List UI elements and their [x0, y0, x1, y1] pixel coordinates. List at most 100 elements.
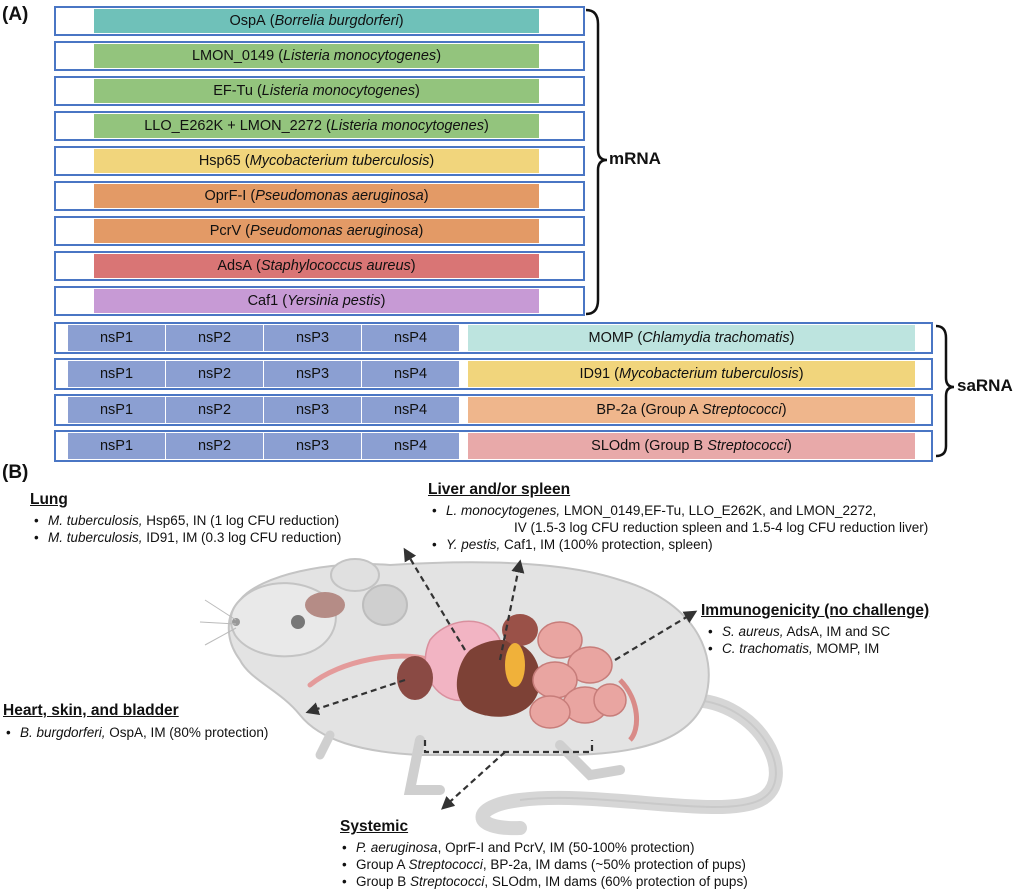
mouse-leg: [403, 735, 445, 795]
immunogenicity-list: S. aureus, AdsA, IM and SC C. trachomati…: [706, 623, 890, 657]
antigen-segment: OspA (Borrelia burgdorferi): [94, 9, 539, 33]
mrna-row: PcrV (Pseudomonas aeruginosa): [54, 216, 585, 246]
braces-layer: [585, 8, 955, 458]
list-item: C. trachomatis, MOMP, IM: [706, 640, 890, 657]
mrna-label: mRNA: [609, 149, 661, 168]
gene-suffix: ): [781, 402, 787, 418]
panel-b-label: (B): [2, 462, 29, 483]
species-name: Streptococci: [707, 438, 787, 454]
panel-a-label: (A): [2, 4, 29, 25]
heart-organ: [397, 656, 433, 700]
systemic-heading: Systemic: [340, 818, 409, 835]
gene-name: EF-Tu: [213, 83, 253, 99]
nsp-segment: nsP2: [166, 397, 264, 423]
heart-heading: Heart, skin, and bladder: [3, 702, 179, 719]
list-item: M. tuberculosis, Hsp65, IN (1 log CFU re…: [32, 512, 341, 529]
species-name: Pseudomonas aeruginosa: [255, 188, 424, 204]
intestines-organ: [529, 621, 627, 729]
gene-name: SLOdm (Group B: [591, 438, 708, 454]
antigen-segment: LMON_0149 (Listeria monocytogenes): [94, 44, 539, 68]
nsp-segment: nsP2: [166, 433, 264, 459]
species-name: Streptococci: [701, 402, 782, 418]
species-name: Mycobacterium tuberculosis: [249, 153, 430, 169]
species-name: Listeria monocytogenes: [283, 48, 437, 64]
gene-name: PcrV: [209, 223, 242, 239]
nsp-segment: nsP1: [68, 397, 166, 423]
gene-name: Caf1: [247, 293, 279, 309]
sarna-brace-icon: [935, 324, 955, 458]
nsp-segment: nsP1: [68, 433, 166, 459]
nsp-segment: nsP4: [362, 325, 460, 351]
antigen-segment: LLO_E262K + LMON_2272 (Listeria monocyto…: [94, 114, 539, 138]
mrna-row: EF-Tu (Listeria monocytogenes): [54, 76, 585, 106]
mrna-row: LMON_0149 (Listeria monocytogenes): [54, 41, 585, 71]
mrna-row: OprF-I (Pseudomonas aeruginosa): [54, 181, 585, 211]
species-name: Listeria monocytogenes: [330, 118, 484, 134]
antigen-segment: AdsA (Staphylococcus aureus): [94, 254, 539, 278]
nsp-segment: nsP3: [264, 433, 362, 459]
nsp-segment: nsP4: [362, 397, 460, 423]
heart-list: B. burgdorferi, OspA, IM (80% protection…: [4, 724, 268, 741]
systemic-list: P. aeruginosa, OprF-I and PcrV, IM (50-1…: [340, 839, 748, 890]
nsp-segment: nsP2: [166, 361, 264, 387]
antigen-segment: ID91 (Mycobacterium tuberculosis): [468, 361, 915, 387]
nsp-segment: nsP3: [264, 361, 362, 387]
gene-name: MOMP (: [588, 330, 643, 346]
mrna-row: Hsp65 (Mycobacterium tuberculosis): [54, 146, 585, 176]
list-item: P. aeruginosa, OprF-I and PcrV, IM (50-1…: [340, 839, 748, 856]
list-item-continuation: IV (1.5-3 log CFU reduction spleen and 1…: [514, 520, 929, 535]
nsp-segment: nsP3: [264, 397, 362, 423]
systemic-arrow: [441, 751, 506, 810]
gene-suffix: ): [798, 366, 804, 382]
gene-name: ID91 (: [579, 366, 619, 382]
antigen-segment: Hsp65 (Mycobacterium tuberculosis): [94, 149, 539, 173]
list-item: M. tuberculosis, ID91, IM (0.3 log CFU r…: [32, 529, 341, 546]
liver-arrow: [498, 559, 525, 661]
list-item: Y. pestis, Caf1, IM (100% protection, sp…: [430, 536, 928, 553]
antigen-segment: MOMP (Chlamydia trachomatis): [468, 325, 915, 351]
liver-heading: Liver and/or spleen: [428, 481, 571, 498]
list-item: Group A Streptococci, BP-2a, IM dams (~5…: [340, 856, 748, 873]
antigen-segment: Caf1 (Yersinia pestis): [94, 289, 539, 313]
sarna-label: saRNA: [957, 376, 1013, 395]
nsp-segment: nsP4: [362, 433, 460, 459]
nsp-segment: nsP2: [166, 325, 264, 351]
species-name: Staphylococcus aureus: [260, 258, 411, 274]
antigen-segment: PcrV (Pseudomonas aeruginosa): [94, 219, 539, 243]
antigen-segment: BP-2a (Group A Streptococci): [468, 397, 915, 423]
mrna-row: OspA (Borrelia burgdorferi): [54, 6, 585, 36]
species-name: Pseudomonas aeruginosa: [249, 223, 419, 239]
mouse-eye: [291, 615, 305, 629]
nsp-segment: nsP4: [362, 361, 460, 387]
heart-arrow: [305, 678, 406, 715]
mrna-row: LLO_E262K + LMON_2272 (Listeria monocyto…: [54, 111, 585, 141]
mrna-brace-icon: [585, 8, 608, 316]
mrna-row: Caf1 (Yersinia pestis): [54, 286, 585, 316]
brain-organ: [305, 592, 345, 618]
gene-suffix: ): [789, 330, 795, 346]
list-item: B. burgdorferi, OspA, IM (80% protection…: [4, 724, 268, 741]
liver-organ: [456, 640, 540, 717]
nsp-segment: nsP1: [68, 361, 166, 387]
list-item: Group B Streptococci, SLOdm, IM dams (60…: [340, 873, 748, 890]
mrna-row: AdsA (Staphylococcus aureus): [54, 251, 585, 281]
gene-name: AdsA: [217, 258, 253, 274]
gene-name: OspA: [229, 13, 266, 29]
gene-name: LMON_0149: [191, 48, 275, 64]
nsp-segment: nsP1: [68, 325, 166, 351]
immuno-arrow: [614, 610, 698, 661]
antigen-segment: EF-Tu (Listeria monocytogenes): [94, 79, 539, 103]
species-name: Chlamydia trachomatis: [642, 330, 790, 346]
nsp-segment: nsP3: [264, 325, 362, 351]
gene-name: OprF-I: [204, 188, 247, 204]
species-name: Borrelia burgdorferi: [274, 13, 399, 29]
whiskers: [199, 599, 237, 646]
mouse-ear: [330, 558, 380, 592]
immunogenicity-heading: Immunogenicity (no challenge): [701, 602, 930, 619]
lung-list: M. tuberculosis, Hsp65, IN (1 log CFU re…: [32, 512, 341, 546]
